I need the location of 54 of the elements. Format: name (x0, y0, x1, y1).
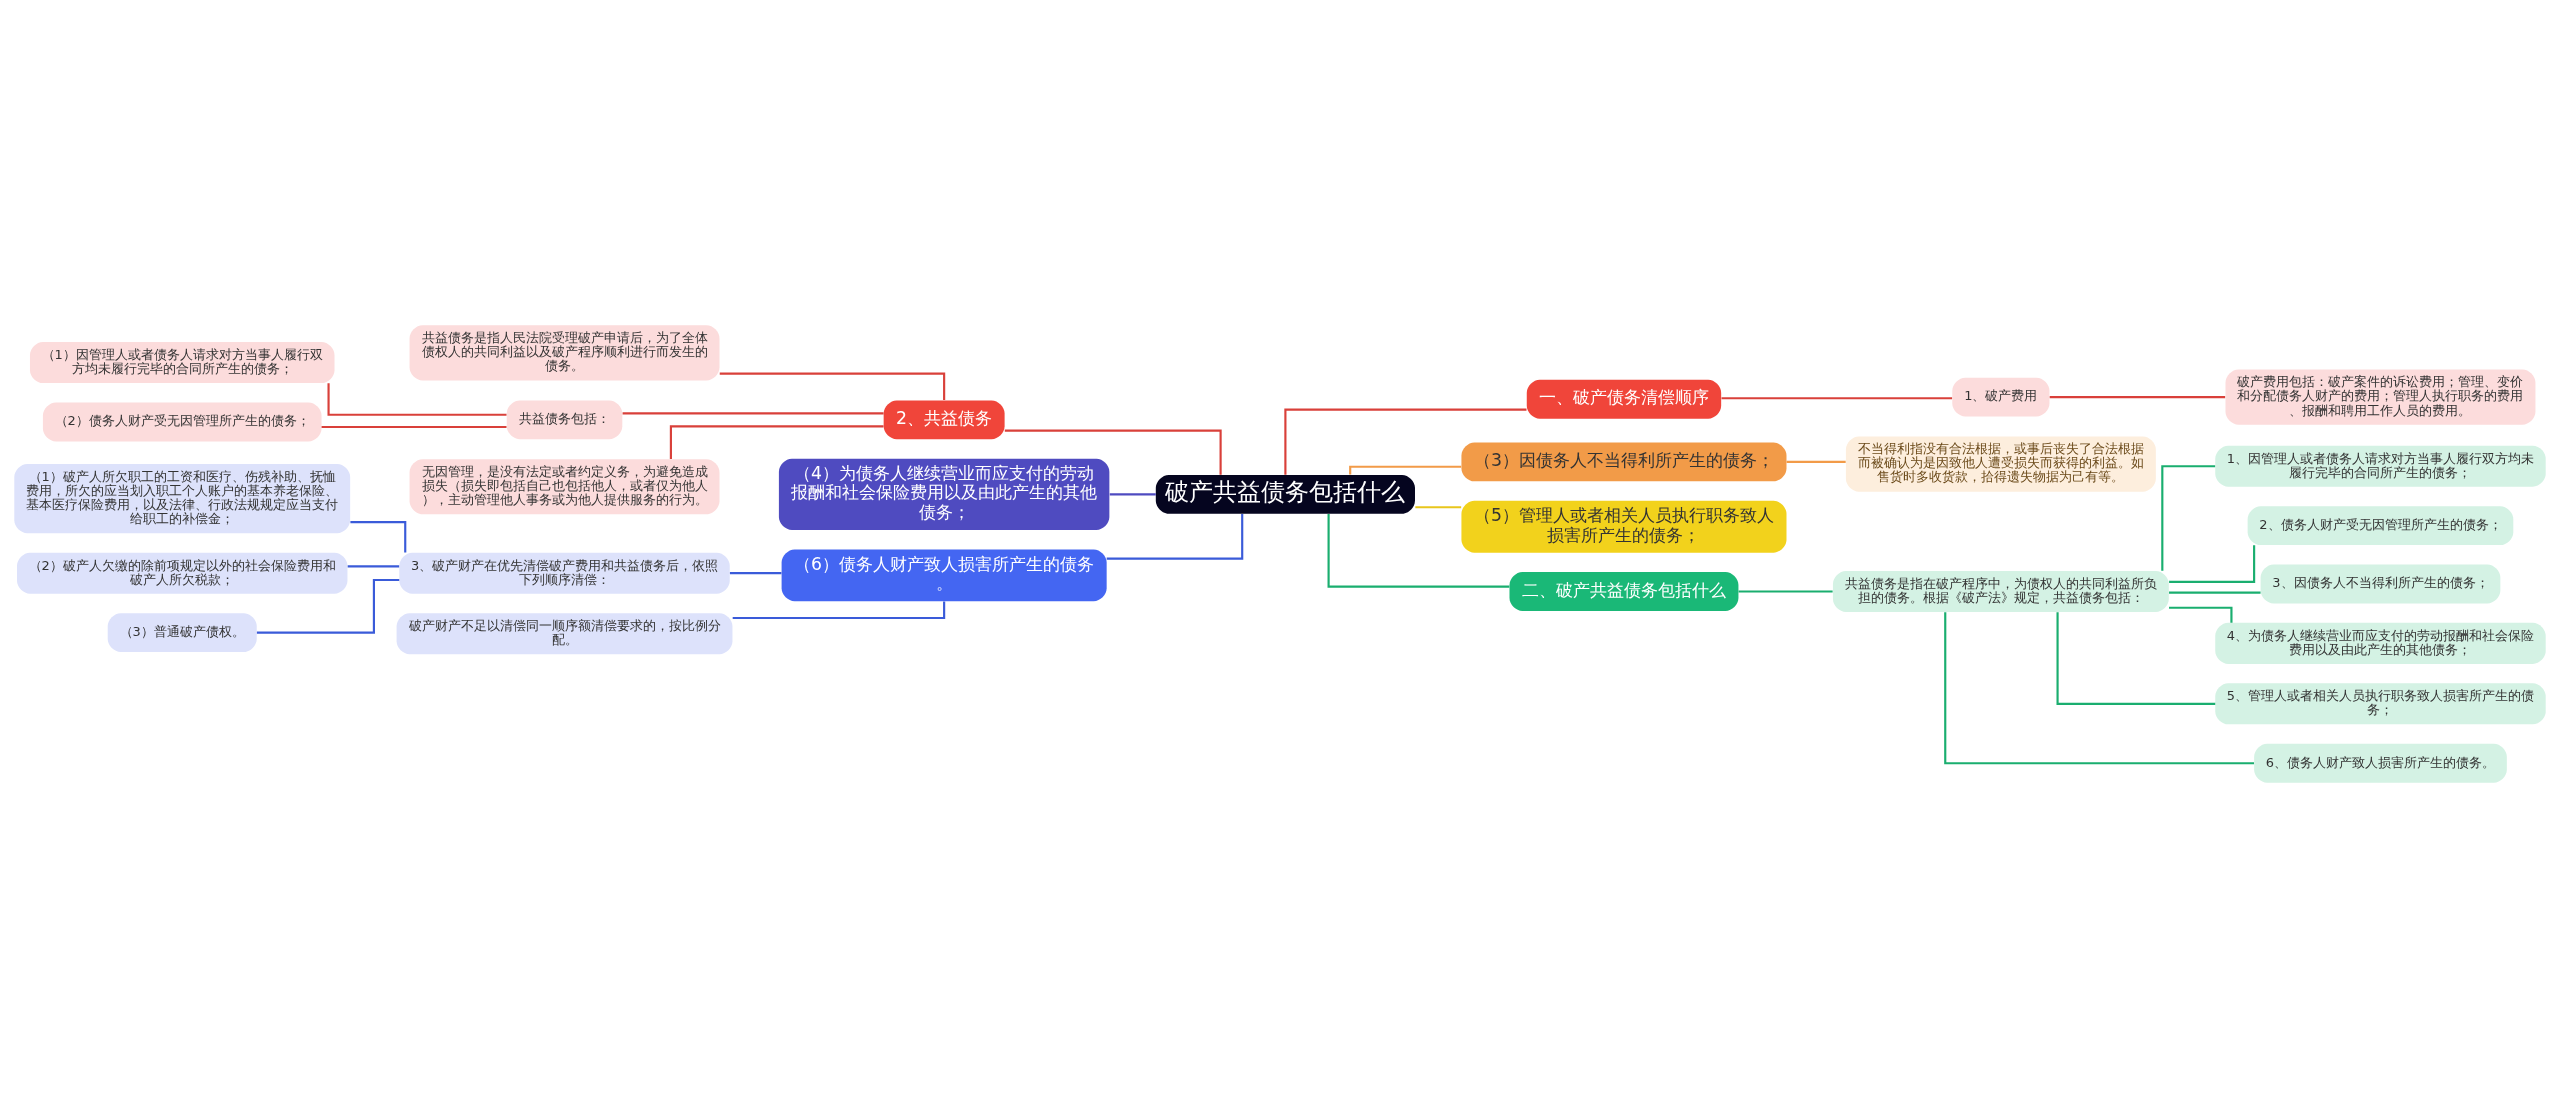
node-box: 1、破产费用 (1952, 377, 2050, 417)
node-box: 1、因管理人或者债务人请求对方当事人履行双方均未履行完毕的合同所产生的债务； (2215, 445, 2546, 487)
connector (622, 411, 884, 414)
node-box: 4、为债务人继续营业而应支付的劳动报酬和社会保险费用以及由此产生的其他债务； (2215, 622, 2546, 664)
node-box: （1）破产人所欠职工的工资和医疗、伤残补助、抚恤费用，所欠的应当划入职工个人账户的基本养老保险、基本医疗保险费用，以及法律、行政法规规定应当支付给职工的补偿金； (14, 463, 351, 533)
node-box: （2）债务人财产受无因管理所产生的债务； (42, 402, 322, 441)
node-box: 3、因债务人不当得利所产生的债务； (2260, 564, 2501, 603)
node-box: 一、破产债务清偿顺序 (1526, 379, 1722, 419)
node-box: 破产费用包括：破产案件的诉讼费用；管理、变价和分配债务人财产的费用；管理人执行职务的费用、报酬和聘用工作人员的费用。 (2225, 369, 2536, 425)
node-box: （2）破产人欠缴的除前项规定以外的社会保险费用和破产人所欠税款； (17, 552, 348, 594)
connector (2169, 606, 2233, 623)
connector (1349, 465, 1462, 475)
connector (1327, 513, 1510, 588)
node-box: 5、管理人或者相关人员执行职务致人损害所产生的债务； (2215, 682, 2546, 724)
connector (1944, 611, 2254, 764)
node-box: 共益债务是指在破产程序中，为债权人的共同利益所负担的债务。根据《破产法》规定，共益债务包括： (1832, 570, 2169, 612)
node-box: （5）管理人或者相关人员执行职务致人损害所产生的债务； (1461, 500, 1787, 553)
connector (327, 382, 507, 416)
node-box: 2、共益债务 (883, 399, 1005, 439)
connector (732, 601, 946, 619)
node-box: 无因管理，是没有法定或者约定义务，为避免造成损失（损失即包括自己也包括他人，或者仅为他人），主动管理他人事务或为他人提供服务的行为。 (409, 458, 720, 514)
connector (2049, 395, 2226, 398)
node-box: 6、债务人财产致人损害所产生的债务。 (2254, 743, 2507, 783)
connector (350, 520, 407, 552)
node-box: （6）债务人财产致人损害所产生的债务。 (781, 548, 1107, 601)
connector (669, 424, 884, 459)
connector (256, 578, 400, 634)
node-box: （3）普通破产债权。 (107, 612, 257, 652)
node-box: 破产共益债务包括什么 (1155, 474, 1415, 514)
node-box: 3、破产财产在优先清偿破产费用和共益债务后，依照下列顺序清偿： (399, 552, 730, 594)
connector (2056, 611, 2216, 705)
node-box: 共益债务是指人民法院受理破产申请后，为了全体债权人的共同利益以及破产程序顺利进行而发生的债务。 (409, 324, 720, 380)
connector (1004, 429, 1222, 475)
connector (1738, 589, 1833, 593)
node-box: （3）因债务人不当得利所产生的债务； (1461, 442, 1787, 481)
connector (729, 571, 782, 574)
connector (2169, 544, 2256, 583)
connector (1284, 408, 1527, 475)
connector (321, 425, 507, 428)
node-box: （1）因管理人或者债务人请求对方当事人履行双方均未履行完毕的合同所产生的债务； (29, 341, 335, 383)
node-box: （4）为债务人继续营业而应支付的劳动报酬和社会保险费用以及由此产生的其他债务； (778, 458, 1110, 530)
connector (1415, 505, 1462, 508)
node-box: 不当得利指没有合法根据，或事后丧失了合法根据而被确认为是因致他人遭受损失而获得的利益。如售货时多收货款，拾得遗失物据为己有等。 (1845, 436, 2156, 492)
node-box: 2、债务人财产受无因管理所产生的债务； (2247, 505, 2514, 545)
connector (347, 564, 400, 567)
connector (1721, 396, 1953, 399)
connector (2161, 464, 2216, 571)
connector (1786, 460, 1846, 463)
node-box: 二、破产共益债务包括什么 (1509, 571, 1739, 611)
node-box: 破产财产不足以清偿同一顺序额清偿要求的，按比例分配。 (396, 612, 733, 654)
connector (2169, 591, 2261, 594)
node-box: 共益债务包括： (506, 399, 623, 439)
connector (1109, 492, 1156, 495)
connector (1106, 513, 1244, 560)
